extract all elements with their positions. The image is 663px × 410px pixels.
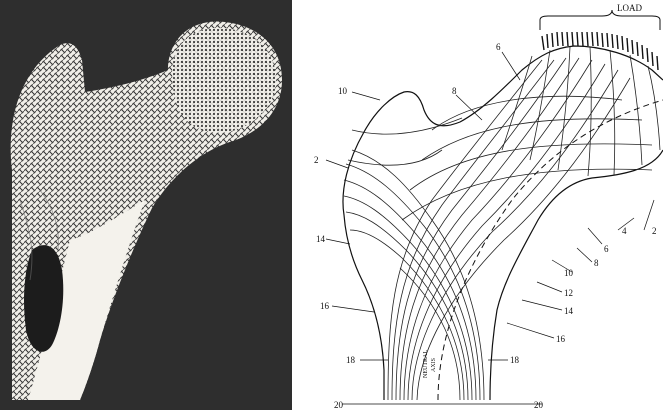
label-right-20: 20 [534, 400, 544, 410]
label-right-18: 18 [510, 355, 520, 365]
label-right-12: 12 [564, 288, 573, 298]
label-right-10: 10 [564, 268, 574, 278]
label-right-14: 14 [564, 306, 574, 316]
label-top-8: 8 [452, 86, 457, 96]
femur-photo-panel [0, 0, 292, 410]
label-left-18: 18 [346, 355, 356, 365]
label-right-6: 6 [604, 244, 609, 254]
label-right-2: 2 [652, 226, 657, 236]
label-left-14: 14 [316, 234, 326, 244]
label-top-6: 6 [496, 42, 501, 52]
neck-arcs [348, 96, 652, 220]
stress-diagram: LOAD [292, 0, 663, 410]
label-right-16: 16 [556, 334, 566, 344]
stress-diagram-panel: LOAD [292, 0, 663, 410]
label-left-16: 16 [320, 301, 330, 311]
load-bracket [540, 10, 660, 30]
label-left-20: 20 [334, 400, 344, 410]
load-hatch [542, 32, 658, 70]
neutral-axis-label-1: NEUTRAL [423, 350, 429, 378]
label-left-2: 2 [314, 155, 319, 165]
label-left-10: 10 [338, 86, 348, 96]
femur-photo [0, 0, 292, 410]
neutral-axis-line [438, 100, 663, 400]
label-right-4: 4 [622, 226, 627, 236]
label-right-8: 8 [594, 258, 599, 268]
load-label: LOAD [617, 3, 642, 13]
neutral-axis-label-2: AXIS [431, 358, 437, 372]
